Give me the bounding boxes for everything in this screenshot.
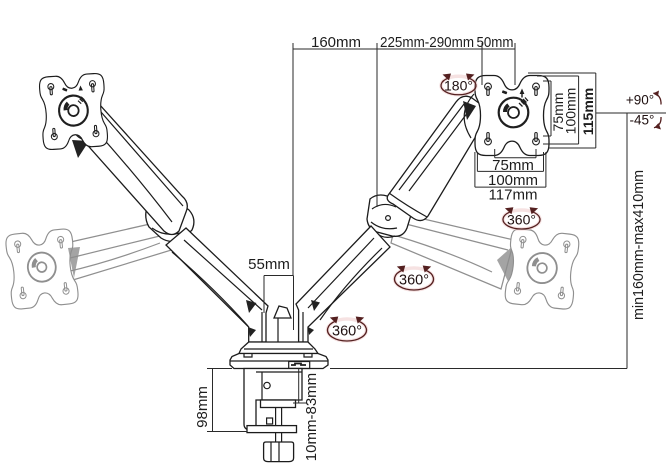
svg-text:100mm: 100mm bbox=[563, 88, 579, 135]
svg-text:75mm: 75mm bbox=[492, 157, 534, 174]
svg-text:98mm: 98mm bbox=[194, 386, 211, 428]
svg-text:115mm: 115mm bbox=[580, 88, 596, 135]
svg-text:360°: 360° bbox=[399, 273, 429, 289]
svg-text:117mm: 117mm bbox=[489, 187, 538, 204]
svg-text:-45°: -45° bbox=[630, 113, 655, 128]
svg-text:180°: 180° bbox=[444, 78, 473, 94]
svg-text:+90°: +90° bbox=[626, 93, 654, 108]
svg-text:225mm-290mm: 225mm-290mm bbox=[380, 34, 474, 51]
svg-text:50mm: 50mm bbox=[477, 34, 514, 51]
svg-text:min160mm-max410mm: min160mm-max410mm bbox=[630, 170, 647, 320]
svg-text:360°: 360° bbox=[332, 324, 362, 340]
svg-text:360°: 360° bbox=[507, 212, 536, 228]
svg-text:55mm: 55mm bbox=[248, 256, 290, 273]
svg-text:75mm: 75mm bbox=[550, 93, 566, 132]
svg-text:100mm: 100mm bbox=[488, 172, 538, 189]
svg-text:10mm-83mm: 10mm-83mm bbox=[303, 373, 320, 461]
svg-text:160mm: 160mm bbox=[311, 34, 361, 51]
